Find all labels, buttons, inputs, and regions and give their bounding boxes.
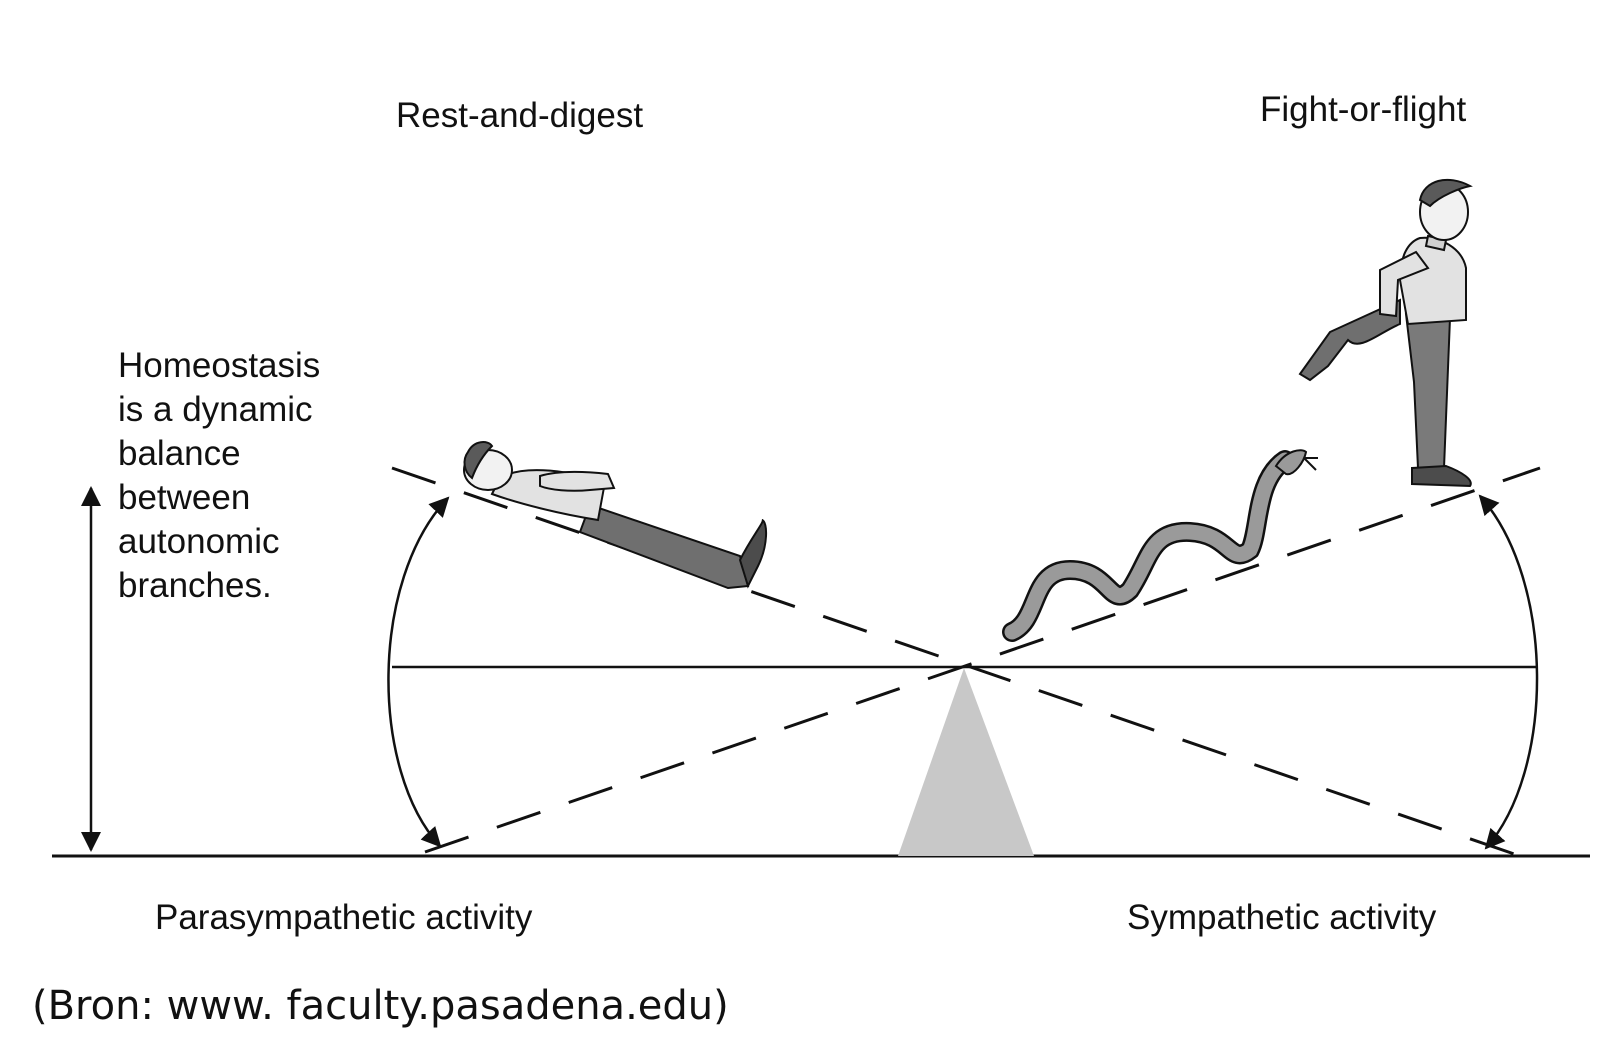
homeostasis-caption-line: balance <box>118 434 241 473</box>
homeostasis-caption-line: between <box>118 478 251 517</box>
sympathetic-tilt-dashed-line <box>424 466 1541 854</box>
left-curved-double-arrow <box>387 496 450 848</box>
sympathetic-activity-label: Sympathetic activity <box>1127 898 1437 937</box>
snake-figure <box>1002 449 1318 642</box>
homeostasis-caption: Homeostasis is a dynamic balance between… <box>118 344 378 608</box>
rest-and-digest-label: Rest-and-digest <box>396 96 644 135</box>
running-man-figure <box>1298 178 1473 488</box>
fulcrum-triangle <box>898 668 1034 856</box>
parasympathetic-tilt-dashed-line <box>391 466 1521 858</box>
source-caption: (Bron: www. faculty.pasadena.edu) <box>32 983 729 1029</box>
homeostasis-caption-line: branches. <box>118 566 272 605</box>
homeostasis-caption-line: is a dynamic <box>118 390 313 429</box>
homeostasis-caption-line: autonomic <box>118 522 280 561</box>
parasympathetic-activity-label: Parasympathetic activity <box>155 898 533 937</box>
right-curved-double-arrow <box>1478 494 1539 850</box>
resting-man-figure <box>463 441 768 590</box>
homeostasis-caption-line: Homeostasis <box>118 346 321 385</box>
fight-or-flight-label: Fight-or-flight <box>1260 90 1467 129</box>
